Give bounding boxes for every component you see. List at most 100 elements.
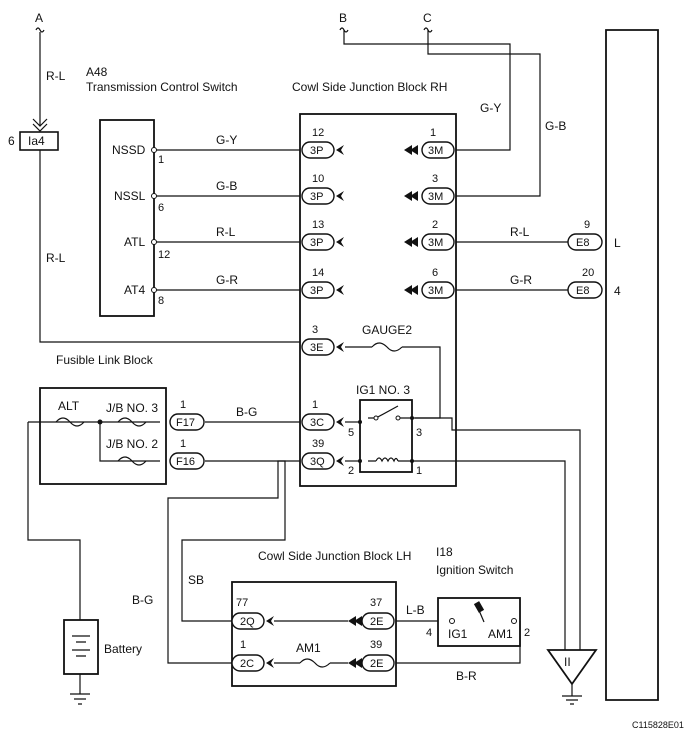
svg-text:2: 2 xyxy=(432,219,438,231)
wire-relay-1 xyxy=(412,460,566,650)
conn-3m-3: 3M xyxy=(428,237,443,249)
ign-ig1: IG1 xyxy=(448,627,468,641)
battery-symbol xyxy=(70,635,90,705)
cowl-rh-box xyxy=(299,113,457,487)
ground-ii: II xyxy=(546,649,598,705)
fusible-link-content: ALT J/B NO. 3 J/B NO. 2 1 F17 1 F16 xyxy=(55,399,205,470)
connector-e8: 9 E8 L 20 E8 4 xyxy=(567,219,621,299)
wire-batt xyxy=(27,422,81,620)
fuse-gauge2-label: GAUGE2 xyxy=(362,323,412,337)
connector-row-2: 10 3P 3 3M xyxy=(301,173,455,205)
svg-text:13: 13 xyxy=(312,219,324,231)
wire-sb xyxy=(181,460,286,622)
wire-label-bg-2c: B-G xyxy=(132,593,153,607)
blocks xyxy=(39,29,659,701)
a48-switch-box xyxy=(99,119,155,317)
svg-text:1: 1 xyxy=(430,127,436,139)
a48-code: A48 xyxy=(86,65,108,79)
ign-am1: AM1 xyxy=(488,627,513,641)
i18-code: I18 xyxy=(436,545,453,559)
svg-text:2: 2 xyxy=(348,465,354,477)
conn-3m-1: 3M xyxy=(428,145,443,157)
component-labels: A48 Transmission Control Switch Cowl Sid… xyxy=(56,65,513,656)
fuse-jb3-icon xyxy=(117,417,147,427)
svg-text:10: 10 xyxy=(312,173,324,185)
pin-nssd: NSSD xyxy=(112,143,146,157)
fuse-jb2-label: J/B NO. 2 xyxy=(106,437,158,451)
svg-text:1: 1 xyxy=(416,465,422,477)
connector-row-3: 13 3P 2 3M xyxy=(301,219,455,251)
ig1-relay: 5 3 2 1 xyxy=(348,405,422,477)
ref-marks: A B C xyxy=(35,11,433,33)
wire-label-gb-c: G-B xyxy=(545,119,566,133)
conn-2e-2: 2E xyxy=(370,658,383,670)
connector-3e: 3 3E GAUGE2 xyxy=(301,323,412,356)
wire-label-rl-e8: R-L xyxy=(510,225,530,239)
wire-label-rl-left: R-L xyxy=(46,251,66,265)
svg-text:2: 2 xyxy=(524,627,530,639)
wire-bg-2c xyxy=(167,460,300,664)
cowl-lh-box xyxy=(231,581,397,687)
figure-code: C115828E01 xyxy=(632,720,684,730)
svg-text:39: 39 xyxy=(370,639,382,651)
ignition-switch: 4 2 IG1 AM1 xyxy=(426,601,530,641)
fuse-alt-icon xyxy=(55,417,85,427)
svg-text:5: 5 xyxy=(348,427,354,439)
pin-atl: ATL xyxy=(124,235,145,249)
fuse-am1-icon xyxy=(299,658,331,668)
wire-labels: R-L R-L G-Y G-B R-L G-R G-Y G-B R-L G-R … xyxy=(46,69,566,683)
pin-at4: AT4 xyxy=(124,283,145,297)
a48-pins: NSSD 1 NSSL 6 ATL 12 AT4 8 xyxy=(112,143,170,307)
ref-a-label: A xyxy=(35,11,43,25)
conn-3p-4: 3P xyxy=(310,285,323,297)
svg-text:1: 1 xyxy=(180,399,186,411)
cowl-rh-title: Cowl Side Junction Block RH xyxy=(292,80,447,94)
conn-3p-2: 3P xyxy=(310,191,323,203)
wire-label-rl-1: R-L xyxy=(216,225,236,239)
svg-text:1: 1 xyxy=(180,438,186,450)
ig1-relay-box xyxy=(359,399,413,473)
wire-label-sb: SB xyxy=(188,573,204,587)
ig1no3-label: IG1 NO. 3 xyxy=(356,383,410,397)
wire-label-lb: L-B xyxy=(406,603,425,617)
pin-nssl-n: 6 xyxy=(158,202,164,214)
wire-label-br: B-R xyxy=(456,669,477,683)
conn-3p-1: 3P xyxy=(310,145,323,157)
fuse-am1-label: AM1 xyxy=(296,641,321,655)
pin-at4-n: 8 xyxy=(158,295,164,307)
connector-row-1: 12 3P 1 3M xyxy=(301,127,455,159)
conn-e8-2: E8 xyxy=(576,285,589,297)
wire-label-rl-top: R-L xyxy=(46,69,66,83)
conn-3c: 3C xyxy=(310,417,324,429)
wire-label-gy-1: G-Y xyxy=(216,133,237,147)
ia4-label: Ia4 xyxy=(28,134,45,148)
svg-text:1: 1 xyxy=(240,639,246,651)
conn-e8-1: E8 xyxy=(576,237,589,249)
wire-label-bg-f17: B-G xyxy=(236,405,257,419)
connector-row-4: 14 3P 6 3M xyxy=(301,267,455,299)
svg-text:3: 3 xyxy=(416,427,422,439)
svg-text:77: 77 xyxy=(236,597,248,609)
svg-text:20: 20 xyxy=(582,267,594,279)
wire-label-gy-b: G-Y xyxy=(480,101,501,115)
fusible-title: Fusible Link Block xyxy=(56,353,154,367)
connector-ia4: Ia4 6 xyxy=(8,118,59,151)
svg-text:9: 9 xyxy=(584,219,590,231)
svg-text:14: 14 xyxy=(312,267,324,279)
wire-b-gy xyxy=(343,30,511,151)
conn-3q: 3Q xyxy=(310,456,325,468)
conn-3m-4: 3M xyxy=(428,285,443,297)
fuse-gauge2-icon xyxy=(371,342,403,352)
ignition-switch-box xyxy=(437,597,521,647)
conn-2e-1: 2E xyxy=(370,616,383,628)
conn-3p-3: 3P xyxy=(310,237,323,249)
ref-c-label: C xyxy=(423,11,432,25)
conn-f17: F17 xyxy=(176,417,195,429)
conn-2q: 2Q xyxy=(240,616,255,628)
i18-name: Ignition Switch xyxy=(436,563,513,577)
conn-3m-2: 3M xyxy=(428,191,443,203)
cowl-lh-connectors: 77 2Q 37 2E 1 2C AM1 39 2E xyxy=(231,597,395,672)
conn-3e: 3E xyxy=(310,342,323,354)
